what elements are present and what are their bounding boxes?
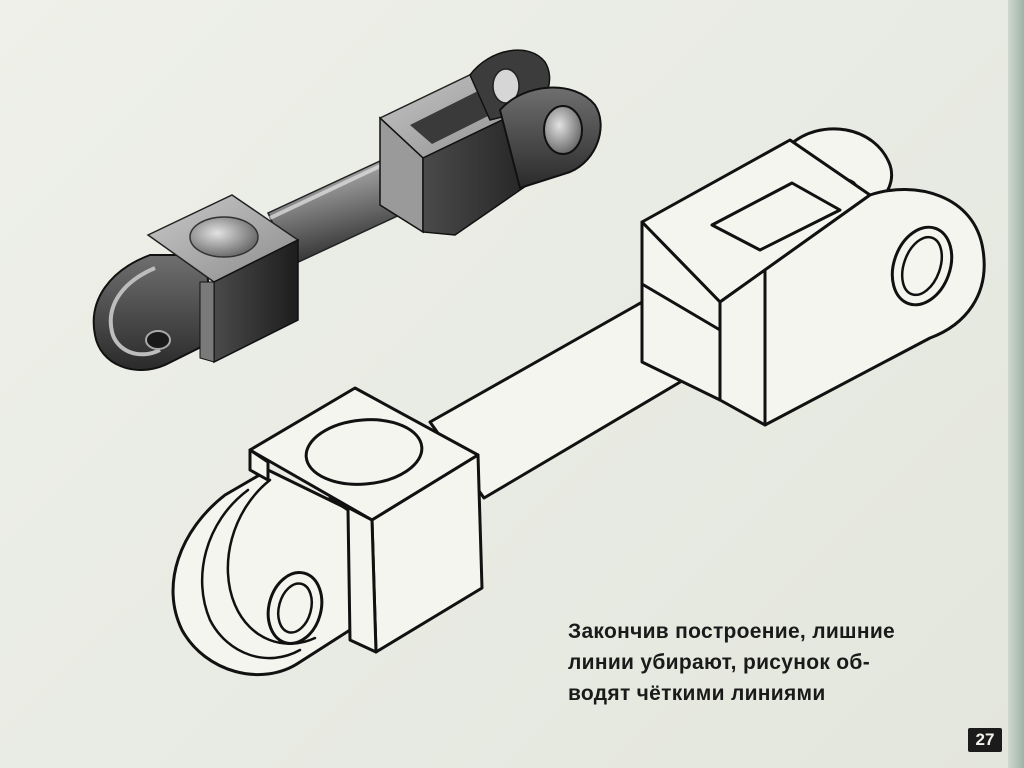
outline-right-fork <box>640 127 986 427</box>
caption-line-3: водят чёткими линиями <box>568 682 826 705</box>
outline-left-bore-hole <box>304 418 424 486</box>
outline-fork-link-drawing <box>171 127 986 677</box>
caption-text: Закончив построение, лишние линии убираю… <box>568 616 968 709</box>
outline-right-pin-hole <box>890 225 954 307</box>
shaded-left-pin-hole <box>145 330 171 350</box>
shaded-right-pin-hole <box>543 105 583 155</box>
shaded-fork-link-illustration <box>92 49 602 372</box>
shaded-left-bore-hole <box>189 216 259 258</box>
outline-left-ring-end <box>171 386 484 677</box>
film-edge-strip <box>1008 0 1024 768</box>
caption-line-1: Закончив построение, лишние <box>568 620 896 643</box>
page-number-badge: 27 <box>968 728 1002 752</box>
shaded-left-lug <box>92 254 217 372</box>
caption-line-2: линии убирают, рисунок об- <box>568 651 870 674</box>
